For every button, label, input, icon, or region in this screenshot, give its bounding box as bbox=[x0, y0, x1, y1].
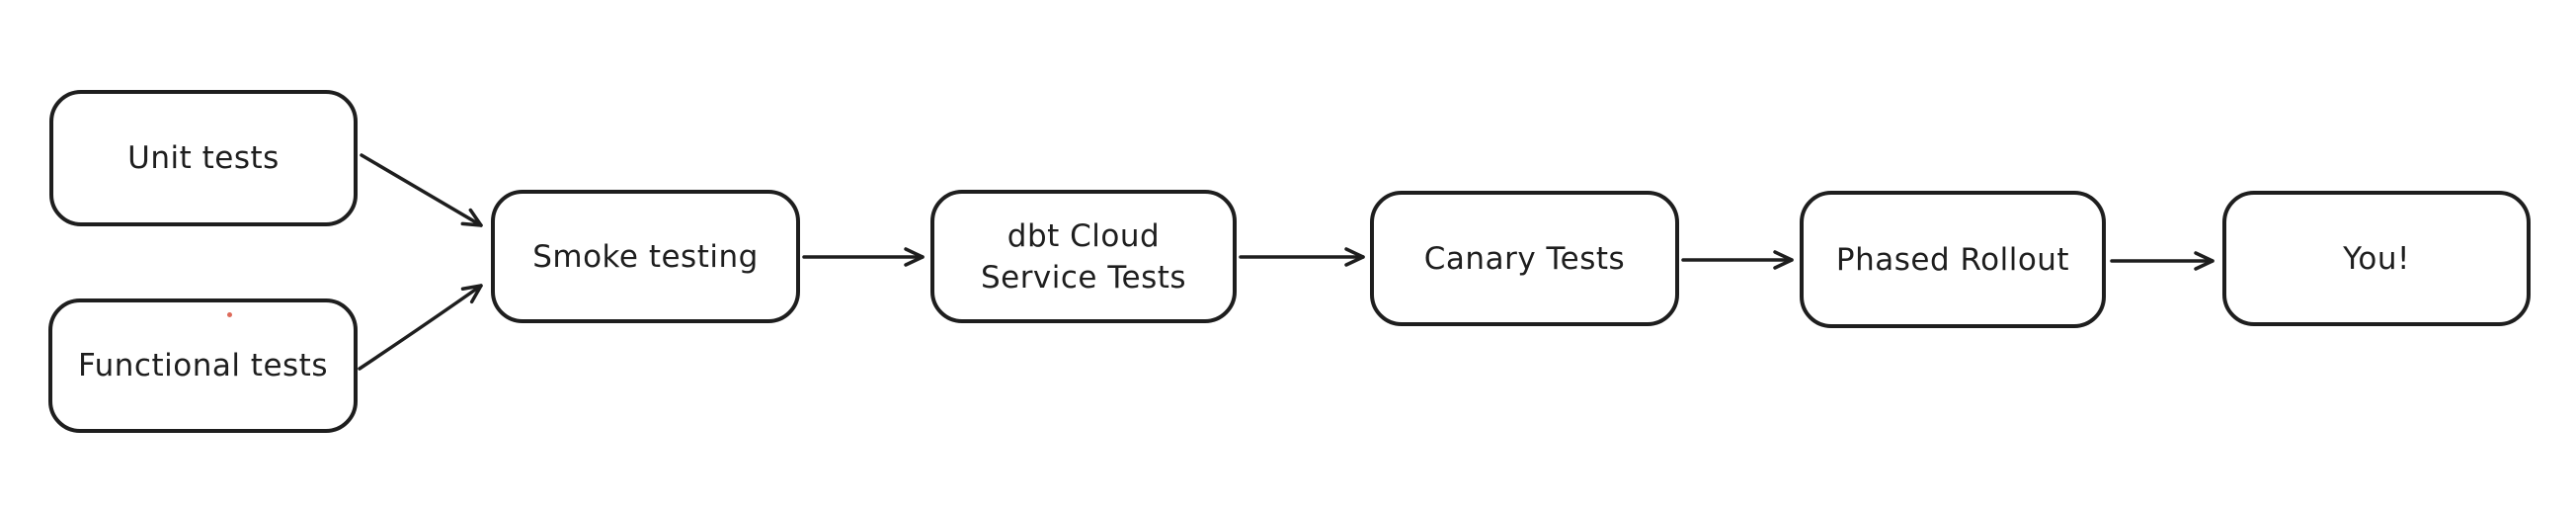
node-you[interactable]: You! bbox=[2222, 191, 2531, 326]
node-phased-rollout[interactable]: Phased Rollout bbox=[1800, 191, 2106, 328]
node-phased-rollout-label: Phased Rollout bbox=[1835, 241, 2070, 278]
edge-functional-tests-to-smoke-testing[interactable] bbox=[358, 284, 483, 371]
node-unit-tests[interactable]: Unit tests bbox=[49, 90, 358, 226]
node-canary-tests[interactable]: Canary Tests bbox=[1370, 191, 1679, 326]
node-dbt-cloud-service-tests-label-line1: dbt Cloud bbox=[1006, 217, 1161, 254]
node-smoke-testing[interactable]: Smoke testing bbox=[491, 190, 800, 323]
node-you-label: You! bbox=[2343, 240, 2410, 277]
node-functional-tests-label: Functional tests bbox=[77, 348, 328, 383]
node-unit-tests-label: Unit tests bbox=[127, 140, 280, 176]
node-canary-tests-label: Canary Tests bbox=[1423, 240, 1626, 277]
node-functional-tests[interactable]: Functional tests bbox=[48, 298, 358, 433]
stray-red-dot bbox=[227, 312, 232, 317]
node-dbt-cloud-service-tests[interactable]: dbt Cloud Service Tests bbox=[930, 190, 1237, 323]
edge-unit-tests-to-smoke-testing[interactable] bbox=[360, 153, 483, 227]
node-dbt-cloud-service-tests-label-line2: Service Tests bbox=[980, 259, 1187, 296]
node-smoke-testing-label: Smoke testing bbox=[532, 238, 759, 275]
